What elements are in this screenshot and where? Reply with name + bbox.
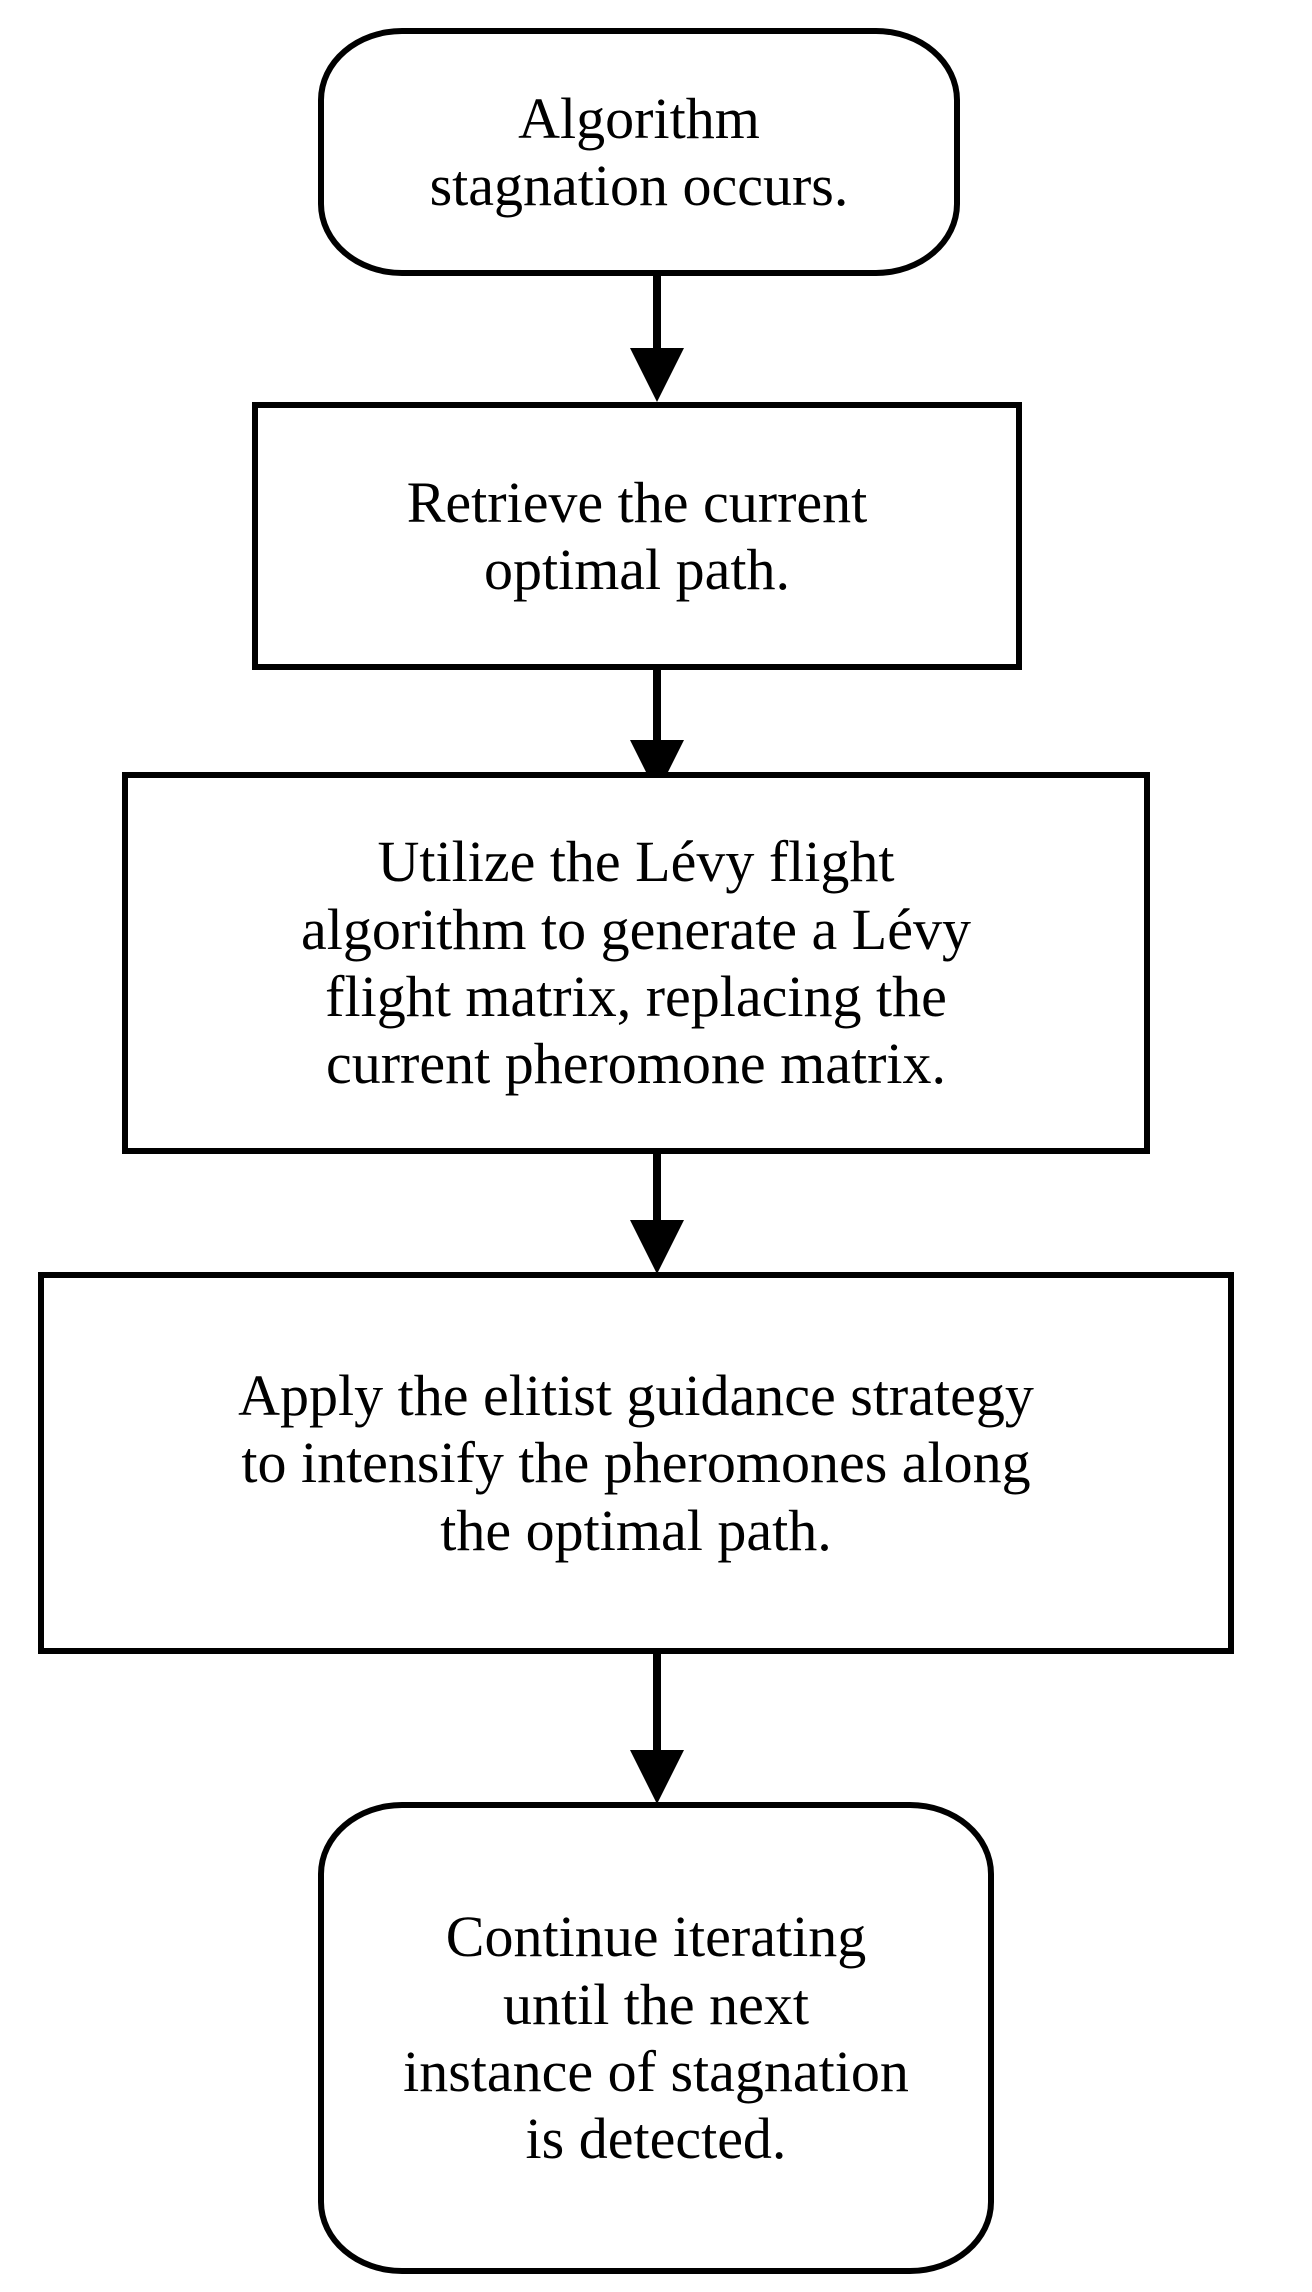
- flow-node-step1[interactable]: Retrieve the current optimal path.: [252, 402, 1022, 670]
- flow-node-step3-label: Apply the elitist guidance strategy to i…: [238, 1363, 1034, 1563]
- down-arrow-icon: [630, 1220, 684, 1274]
- edge-line: [653, 276, 661, 352]
- edge-line: [653, 1654, 661, 1754]
- flow-node-step2[interactable]: Utilize the Lévy flight algorithm to gen…: [122, 772, 1150, 1154]
- flow-node-start-label: Algorithm stagnation occurs.: [429, 85, 849, 218]
- flow-node-step3[interactable]: Apply the elitist guidance strategy to i…: [38, 1272, 1234, 1654]
- down-arrow-icon: [630, 348, 684, 402]
- flow-node-step1-label: Retrieve the current optimal path.: [406, 469, 868, 602]
- down-arrow-icon: [630, 1750, 684, 1804]
- flow-node-end[interactable]: Continue iterating until the next instan…: [318, 1802, 994, 2274]
- flow-node-step2-label: Utilize the Lévy flight algorithm to gen…: [301, 829, 971, 1097]
- flow-node-end-label: Continue iterating until the next instan…: [403, 1904, 909, 2172]
- edge-line: [653, 670, 661, 744]
- edge-line: [653, 1154, 661, 1224]
- flow-node-start[interactable]: Algorithm stagnation occurs.: [318, 28, 960, 276]
